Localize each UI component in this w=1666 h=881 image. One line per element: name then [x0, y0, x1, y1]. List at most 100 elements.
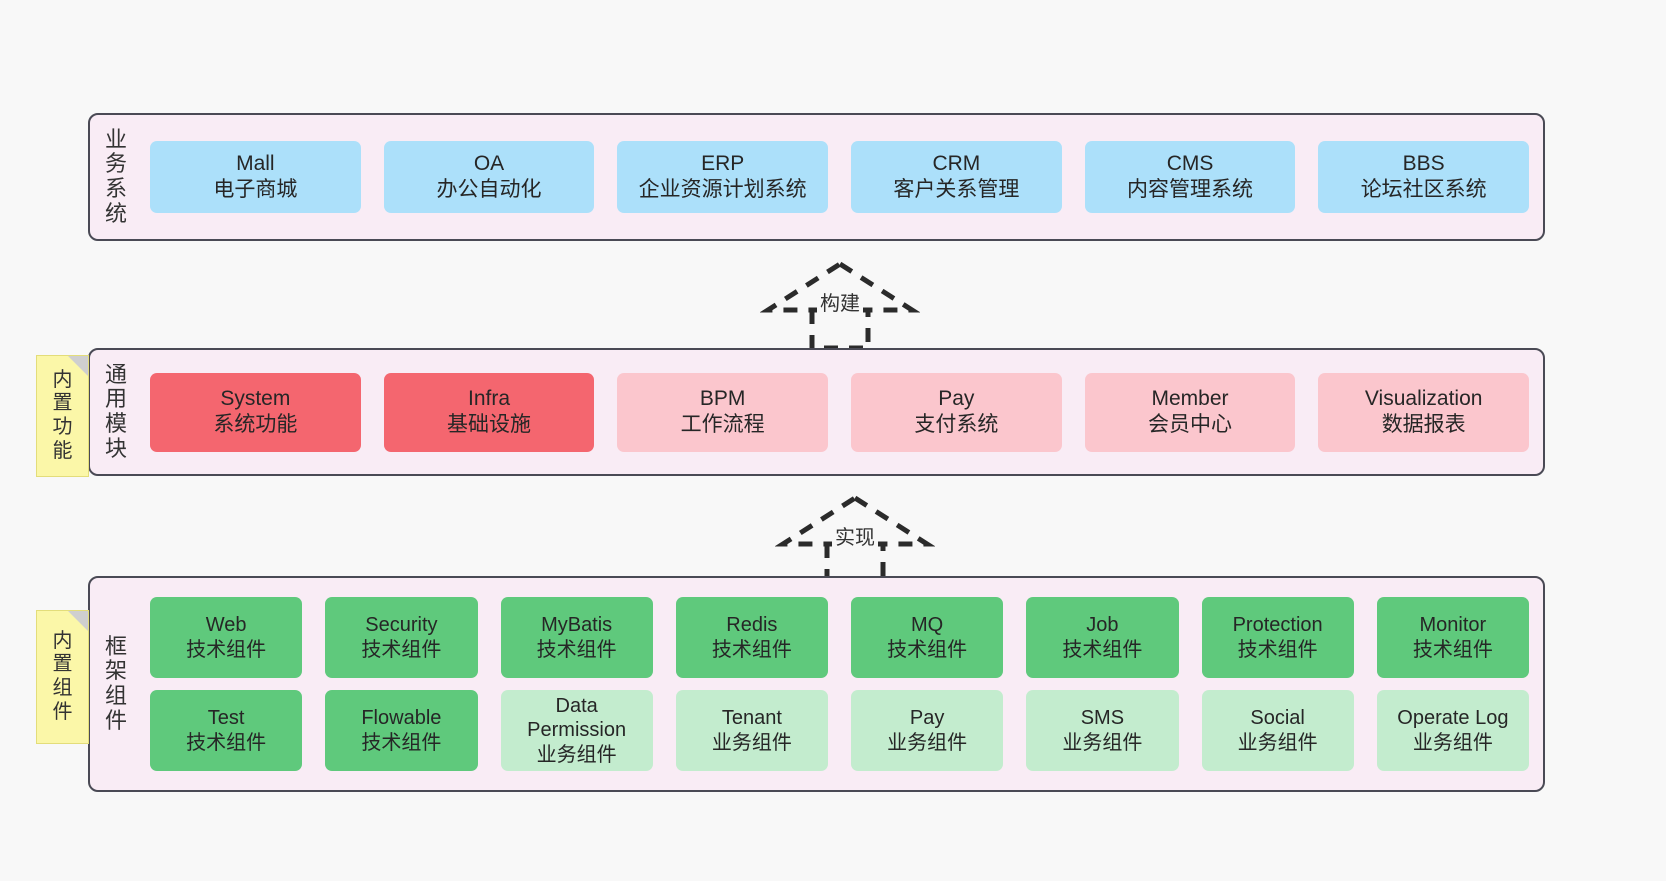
module-card-mybatis[interactable]: MyBatis 技术组件 [500, 597, 653, 678]
note-builtin-function: 内 置 功 能 [36, 355, 89, 477]
module-card-operate-log[interactable]: Operate Log 业务组件 [1376, 690, 1529, 771]
module-card-title: Security [365, 614, 438, 637]
module-card-security[interactable]: Security 技术组件 [325, 597, 478, 678]
layer-business-system-title: 业 务 系 统 [90, 115, 142, 239]
module-row: System 系统功能 Infra 基础设施 BPM 工作流程 Pay 支付系统… [150, 372, 1530, 452]
module-card-mall[interactable]: Mall 电子商城 [150, 141, 361, 213]
module-card-subtitle: 技术组件 [1237, 638, 1318, 661]
module-card-protection[interactable]: Protection 技术组件 [1201, 597, 1354, 678]
module-card-title: Tenant [721, 707, 782, 730]
module-card-subtitle: 论坛社区系统 [1360, 178, 1487, 201]
module-card-subtitle: 工作流程 [680, 413, 765, 436]
module-row: Web 技术组件 Security 技术组件 MyBatis 技术组件 Redi… [150, 597, 1529, 678]
module-card-visualization[interactable]: Visualization 数据报表 [1318, 372, 1530, 452]
layer-business-system: 业 务 系 统 Mall 电子商城 OA 办公自动化 ERP 企业资源计划系统 … [88, 113, 1545, 241]
module-card-title: Infra [467, 387, 511, 411]
module-card-member[interactable]: Member 会员中心 [1084, 372, 1296, 452]
module-card-subtitle: 系统功能 [213, 413, 298, 436]
module-card-title: Web [205, 614, 247, 637]
note-builtin-component: 内 置 组 件 [36, 610, 89, 744]
module-card-flowable[interactable]: Flowable 技术组件 [325, 690, 478, 771]
module-card-erp[interactable]: ERP 企业资源计划系统 [617, 141, 829, 213]
note-char: 件 [52, 700, 73, 723]
module-card-subtitle: 业务组件 [536, 743, 617, 766]
module-card-title: MyBatis [541, 614, 613, 637]
layer-title-char: 通 [104, 361, 127, 387]
module-card-title: Visualization [1364, 387, 1483, 411]
module-card-subtitle: 技术组件 [186, 638, 267, 661]
module-card-title: MQ [911, 614, 944, 637]
module-card-title: BPM [699, 387, 746, 411]
module-card-job[interactable]: Job 技术组件 [1026, 597, 1179, 678]
note-char: 功 [52, 416, 73, 438]
module-card-subtitle: 技术组件 [186, 731, 267, 754]
note-char: 内 [52, 629, 73, 652]
module-card-subtitle: 电子商城 [213, 178, 298, 201]
module-card-title: OA [473, 152, 505, 176]
module-card-title: Test [207, 707, 245, 730]
module-card-subtitle: 内容管理系统 [1127, 178, 1254, 201]
module-card-mq[interactable]: MQ 技术组件 [851, 597, 1004, 678]
note-char: 能 [52, 439, 73, 462]
module-card-subtitle: 技术组件 [1412, 638, 1493, 661]
module-card-social[interactable]: Social 业务组件 [1201, 690, 1354, 771]
module-card-title: Member [1151, 387, 1229, 411]
layer-title-char: 用 [104, 386, 127, 412]
module-card-title: ERP [701, 152, 745, 176]
module-card-title: Monitor [1419, 614, 1487, 637]
module-card-data-permission[interactable]: Data Permission 业务组件 [500, 690, 653, 771]
module-card-bpm[interactable]: BPM 工作流程 [617, 372, 829, 452]
module-row: Test 技术组件 Flowable 技术组件 Data Permission … [150, 690, 1529, 771]
module-card-redis[interactable]: Redis 技术组件 [675, 597, 828, 678]
module-card-tenant[interactable]: Tenant 业务组件 [675, 690, 828, 771]
layer-title-char: 组 [104, 683, 127, 708]
module-card-title: Job [1086, 614, 1119, 637]
module-card-infra[interactable]: Infra 基础设施 [383, 372, 595, 452]
module-card-title: Mall [236, 152, 275, 176]
module-card-subtitle: 办公自动化 [436, 178, 542, 201]
module-card-monitor[interactable]: Monitor 技术组件 [1376, 597, 1529, 678]
module-card-subtitle: 技术组件 [1062, 638, 1143, 661]
note-char: 置 [52, 653, 73, 676]
layer-framework-component: 框 架 组 件 Web 技术组件 Security 技术组件 MyBatis 技… [88, 576, 1545, 792]
module-card-title: SMS [1080, 707, 1125, 730]
module-card-subtitle: 数据报表 [1381, 413, 1466, 436]
module-card-title: Pay [909, 707, 945, 730]
module-card-title: Redis [726, 614, 778, 637]
module-card-pay[interactable]: Pay 支付系统 [851, 372, 1062, 452]
module-card-title: CMS [1166, 152, 1214, 176]
layer-title-char: 框 [104, 633, 127, 659]
module-card-subtitle: 会员中心 [1148, 413, 1233, 436]
module-card-subtitle: 支付系统 [914, 413, 999, 436]
connector-build-label: 构建 [817, 292, 863, 316]
module-card-system[interactable]: System 系统功能 [150, 372, 361, 452]
layer-common-module: 通 用 模 块 System 系统功能 Infra 基础设施 BPM 工作流程 … [88, 348, 1545, 476]
module-card-web[interactable]: Web 技术组件 [150, 597, 303, 678]
module-card-subtitle: 技术组件 [361, 731, 442, 754]
module-row: Mall 电子商城 OA 办公自动化 ERP 企业资源计划系统 CRM 客户关系… [150, 141, 1530, 213]
module-card-bbs[interactable]: BBS 论坛社区系统 [1318, 141, 1530, 213]
note-fold-icon [68, 611, 88, 631]
module-card-test[interactable]: Test 技术组件 [150, 690, 303, 771]
module-card-title: Data Permission [527, 694, 627, 742]
note-fold-icon [68, 356, 88, 376]
module-card-subtitle: 技术组件 [887, 638, 968, 661]
module-card-subtitle: 技术组件 [536, 638, 617, 661]
module-card-subtitle: 业务组件 [887, 731, 968, 754]
module-card-title: Social [1250, 707, 1305, 730]
module-card-subtitle: 基础设施 [447, 413, 531, 436]
module-card-pay-business[interactable]: Pay 业务组件 [851, 690, 1004, 771]
module-card-oa[interactable]: OA 办公自动化 [383, 141, 595, 213]
layer-title-char: 件 [104, 707, 127, 733]
module-card-crm[interactable]: CRM 客户关系管理 [851, 141, 1062, 213]
module-card-title: Operate Log [1397, 707, 1509, 730]
module-card-cms[interactable]: CMS 内容管理系统 [1084, 141, 1296, 213]
layer-business-system-body: Mall 电子商城 OA 办公自动化 ERP 企业资源计划系统 CRM 客户关系… [142, 115, 1543, 239]
note-char: 置 [52, 392, 73, 415]
module-card-sms[interactable]: SMS 业务组件 [1026, 690, 1179, 771]
layer-title-char: 统 [104, 200, 127, 226]
layer-framework-component-body: Web 技术组件 Security 技术组件 MyBatis 技术组件 Redi… [142, 578, 1543, 790]
layer-title-char: 业 [104, 126, 127, 152]
module-card-title: System [220, 387, 291, 411]
module-card-subtitle: 技术组件 [711, 638, 792, 661]
